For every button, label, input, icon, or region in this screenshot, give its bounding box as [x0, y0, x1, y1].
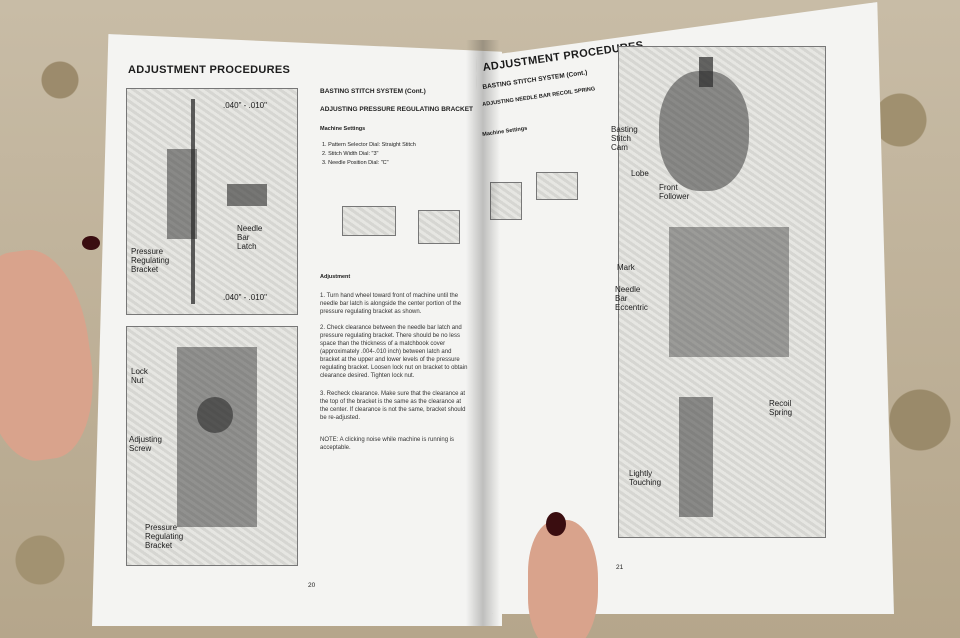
adjustment-step-1: 1. Turn hand wheel toward front of machi… — [320, 293, 462, 315]
dim-label-bottom: .040" - .010" — [223, 293, 267, 302]
label-front-follower: Front Follower — [659, 183, 690, 201]
label-lightly-touching: Lightly Touching — [629, 469, 662, 487]
left-setting-3: 3. Needle Position Dial: "C" — [322, 160, 389, 166]
label-needle-bar-latch: Needle Bar Latch — [237, 224, 263, 251]
book-gutter-shadow — [466, 40, 500, 626]
label-basting-stitch-cam: Basting Stitch Cam — [611, 125, 638, 152]
left-note: NOTE: A clicking noise while machine is … — [320, 437, 455, 451]
left-section-title: BASTING STITCH SYSTEM (Cont.) — [320, 88, 426, 95]
left-setting-2: 2. Stitch Width Dial: "3" — [322, 151, 379, 157]
label-recoil-spring: Recoil Spring — [769, 399, 793, 417]
stitch-diagram-2 — [418, 210, 460, 244]
adjustment-step-2: 2. Check clearance between the needle ba… — [320, 325, 468, 379]
left-thumbnail — [82, 236, 100, 250]
dim-label-top: .040" - .010" — [223, 101, 267, 110]
left-setting-1: 1. Pattern Selector Dial: Straight Stitc… — [322, 142, 416, 148]
right-hand — [528, 520, 598, 638]
page-number-left: 20 — [308, 582, 316, 589]
label-needle-bar-eccentric: Needle Bar Eccentric — [615, 285, 648, 312]
figure-pressure-bracket: .040" - .010" .040" - .010" Needle Bar L… — [126, 88, 298, 315]
label-pressure-bracket-bottom: Pressure Regulating Bracket — [145, 523, 184, 550]
figure-recoil-spring: Basting Stitch Cam Lobe Front Follower M… — [611, 46, 826, 538]
adjustment-step-3: 3. Recheck clearance. Make sure that the… — [320, 391, 466, 421]
label-lobe: Lobe — [631, 169, 649, 178]
stitch-diagram-3 — [490, 182, 522, 220]
manual-page-left: ADJUSTMENT PROCEDURES .040" - .010" .040… — [92, 34, 502, 626]
manual-page-right: ADJUSTMENT PROCEDURES BASTING STITCH SYS… — [476, 2, 894, 614]
stitch-diagram-4 — [536, 172, 578, 200]
left-page-header: ADJUSTMENT PROCEDURES — [128, 64, 291, 76]
adjustment-heading: Adjustment — [320, 274, 351, 280]
label-pressure-bracket-top: Pressure Regulating Bracket — [131, 247, 170, 274]
label-lock-nut: Lock Nut — [131, 367, 148, 385]
label-adjusting-screw: Adjusting Screw — [129, 435, 162, 453]
left-settings-heading: Machine Settings — [320, 126, 366, 132]
label-mark: Mark — [617, 263, 635, 272]
left-subsection-title: ADJUSTING PRESSURE REGULATING BRACKET — [320, 106, 474, 113]
stitch-diagram-1 — [342, 206, 396, 236]
right-thumbnail — [546, 512, 566, 536]
figure-lock-nut: Lock Nut Adjusting Screw Pressure Regula… — [126, 326, 298, 566]
page-number-right: 21 — [616, 564, 624, 571]
